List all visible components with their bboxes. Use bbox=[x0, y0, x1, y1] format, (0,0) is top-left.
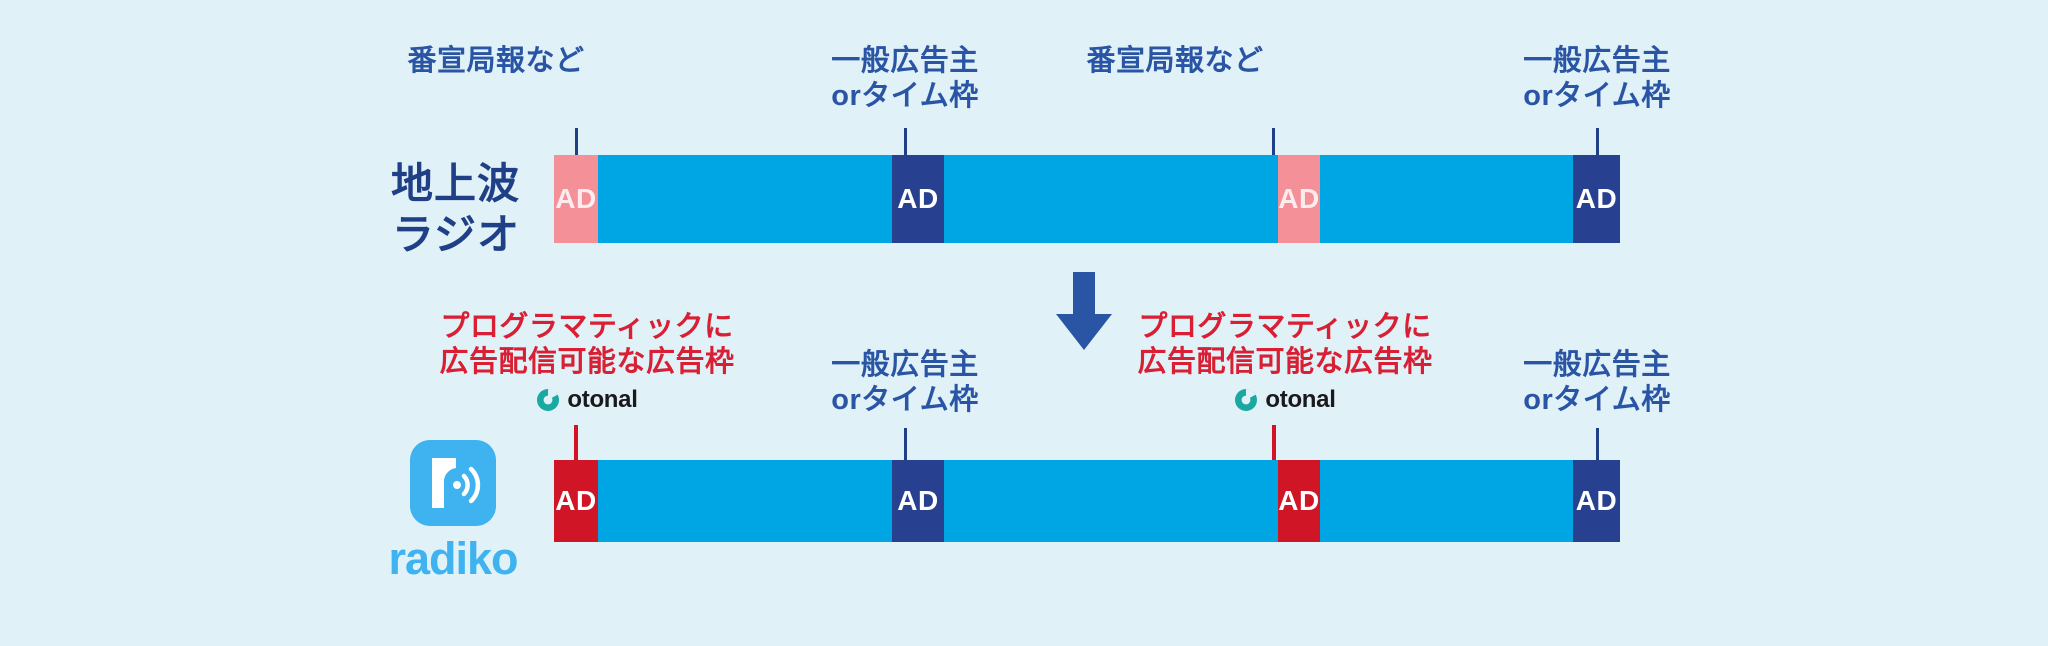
ad-slot-programmatic-1-label: AD bbox=[555, 485, 597, 516]
connector-general-2 bbox=[1596, 128, 1599, 170]
ad-slot-general-2[interactable]: AD bbox=[1573, 155, 1620, 243]
callout-promo-1-line1: 番宣局報など bbox=[407, 45, 585, 77]
otonal-logo-icon bbox=[1234, 388, 1258, 412]
callout-general-2-line2: orタイム枠 bbox=[1523, 80, 1671, 113]
ad-slot-general-3[interactable]: AD bbox=[892, 460, 944, 542]
program-block-6 bbox=[1320, 460, 1573, 542]
program-block-5 bbox=[944, 460, 1278, 542]
program-block-1 bbox=[598, 155, 892, 243]
connector-general-4 bbox=[1596, 428, 1599, 466]
program-block-3 bbox=[1320, 155, 1573, 243]
otonal-badge-2: otonal bbox=[1120, 388, 1450, 412]
callout-programmatic-2-line1: プログラマティックに bbox=[1138, 311, 1432, 343]
callout-programmatic-1: プログラマティックに 広告配信可能な広告枠 bbox=[422, 310, 752, 381]
callout-general-1-line2: orタイム枠 bbox=[831, 80, 979, 113]
ad-slot-promo-1[interactable]: AD bbox=[554, 155, 598, 243]
program-block-4 bbox=[598, 460, 892, 542]
connector-promo-2 bbox=[1272, 128, 1275, 170]
callout-programmatic-2: プログラマティックに 広告配信可能な広告枠 bbox=[1120, 310, 1450, 381]
callout-programmatic-1-line1: プログラマティックに bbox=[440, 311, 734, 343]
radiko-app-icon bbox=[410, 440, 496, 526]
callout-promo-2: 番宣局報など bbox=[1065, 44, 1285, 79]
connector-programmatic-1 bbox=[574, 425, 578, 465]
row-label-terrestrial-line1: 地上波 bbox=[390, 160, 520, 207]
callout-promo-1: 番宣局報など bbox=[386, 44, 606, 79]
callout-general-3-line2: orタイム枠 bbox=[831, 384, 979, 417]
ad-slot-promo-2[interactable]: AD bbox=[1278, 155, 1320, 243]
callout-general-1: 一般広告主 orタイム枠 bbox=[795, 44, 1015, 115]
connector-programmatic-2 bbox=[1272, 425, 1276, 465]
otonal-logo-icon bbox=[536, 388, 560, 412]
callout-general-3: 一般広告主 orタイム枠 bbox=[795, 348, 1015, 419]
ad-slot-promo-1-label: AD bbox=[555, 183, 597, 214]
ad-slot-general-4-label: AD bbox=[1575, 485, 1618, 516]
row-label-terrestrial: 地上波 ラジオ bbox=[330, 158, 520, 260]
ad-slot-general-2-label: AD bbox=[1575, 183, 1618, 214]
otonal-badge-1: otonal bbox=[422, 388, 752, 412]
program-block-2 bbox=[944, 155, 1278, 243]
ad-slot-general-4[interactable]: AD bbox=[1573, 460, 1620, 542]
ad-slot-programmatic-2-label: AD bbox=[1278, 485, 1320, 516]
callout-programmatic-1-line2: 広告配信可能な広告枠 bbox=[439, 346, 735, 379]
ad-slot-general-3-label: AD bbox=[897, 485, 939, 516]
timeline-bar-radiko: AD AD AD AD bbox=[554, 460, 1620, 542]
callout-programmatic-2-line2: 広告配信可能な広告枠 bbox=[1137, 346, 1433, 379]
connector-general-1 bbox=[904, 128, 907, 170]
radiko-wordmark: radiko bbox=[388, 533, 518, 584]
ad-slot-general-1-label: AD bbox=[897, 183, 939, 214]
ad-slot-promo-2-label: AD bbox=[1278, 183, 1320, 214]
otonal-badge-1-label: otonal bbox=[567, 386, 638, 413]
ad-slot-programmatic-2[interactable]: AD bbox=[1278, 460, 1320, 542]
ad-slot-programmatic-1[interactable]: AD bbox=[554, 460, 598, 542]
callout-general-4: 一般広告主 orタイム枠 bbox=[1487, 348, 1707, 419]
callout-general-4-line2: orタイム枠 bbox=[1523, 384, 1671, 417]
connector-general-3 bbox=[904, 428, 907, 466]
row-label-terrestrial-line2: ラジオ bbox=[391, 211, 520, 259]
callout-general-3-line1: 一般広告主 bbox=[831, 349, 979, 381]
callout-general-2-line1: 一般広告主 bbox=[1523, 45, 1671, 77]
radiko-logo: radiko bbox=[383, 440, 523, 581]
ad-slot-general-1[interactable]: AD bbox=[892, 155, 944, 243]
callout-promo-2-line1: 番宣局報など bbox=[1086, 45, 1264, 77]
callout-general-1-line1: 一般広告主 bbox=[831, 45, 979, 77]
timeline-bar-terrestrial: AD AD AD AD bbox=[554, 155, 1620, 243]
callout-general-4-line1: 一般広告主 bbox=[1523, 349, 1671, 381]
arrow-down-icon bbox=[1052, 272, 1116, 352]
connector-promo-1 bbox=[575, 128, 578, 170]
callout-general-2: 一般広告主 orタイム枠 bbox=[1487, 44, 1707, 115]
otonal-badge-2-label: otonal bbox=[1265, 386, 1336, 413]
